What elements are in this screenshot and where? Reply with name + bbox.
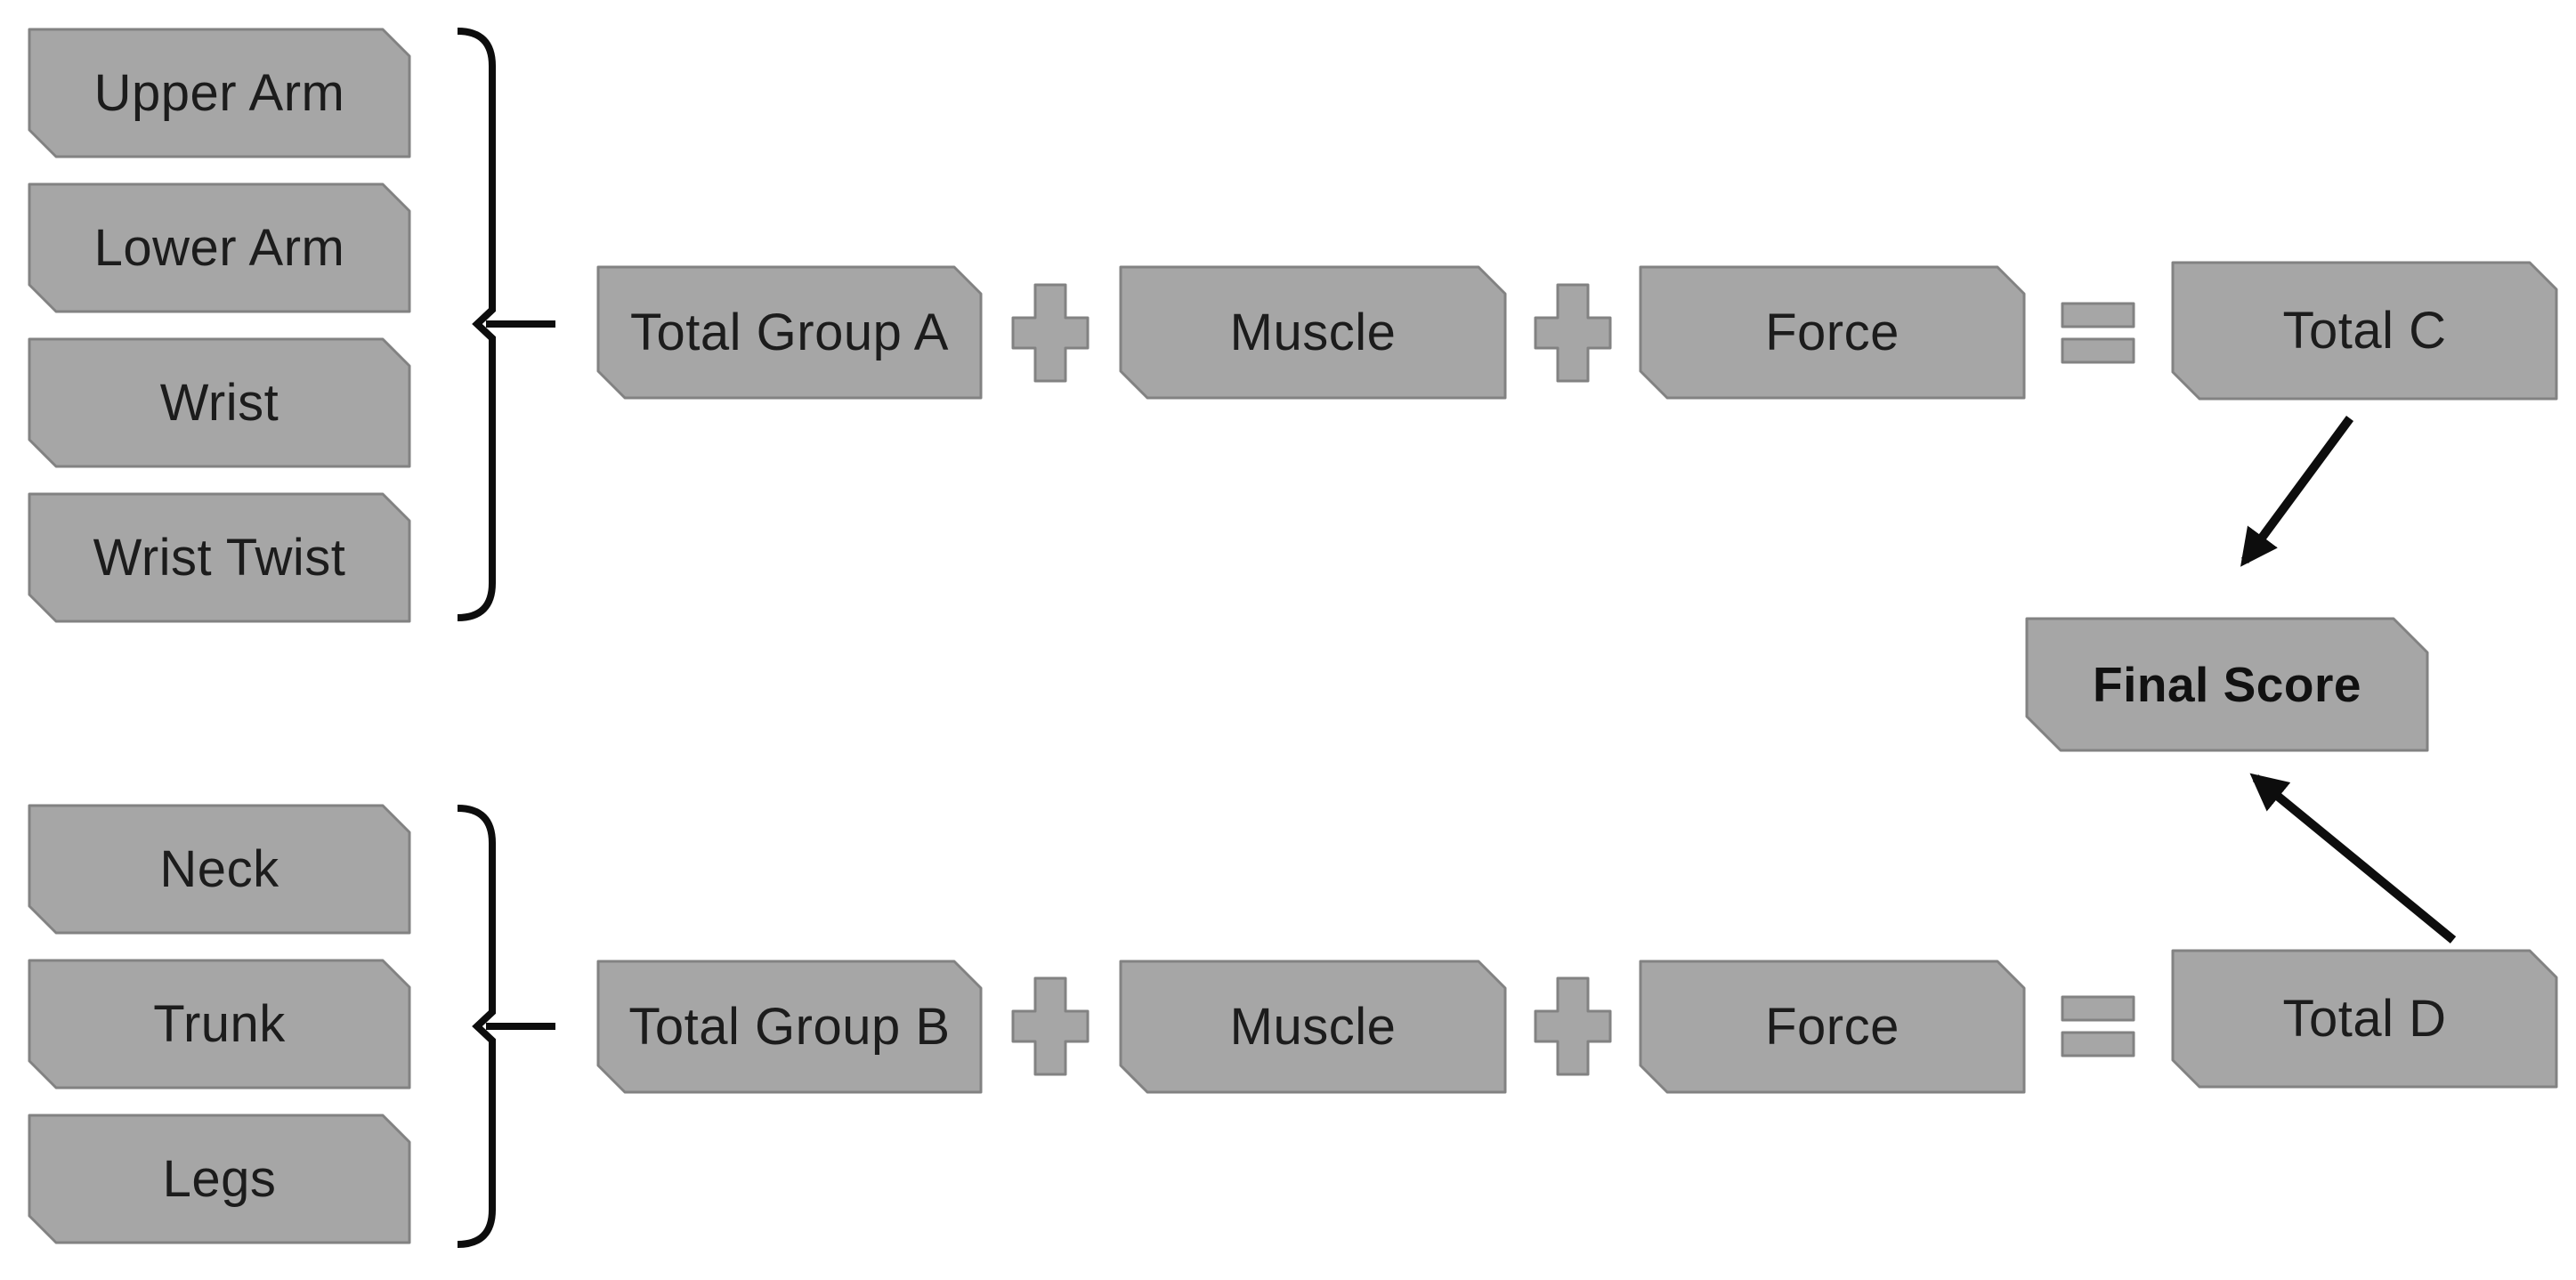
group-a-brace bbox=[457, 28, 496, 621]
muscle-b-box bbox=[1119, 960, 1507, 1094]
neck-box bbox=[28, 804, 411, 935]
final-score-box bbox=[2025, 617, 2429, 752]
plus-icon bbox=[1534, 283, 1612, 383]
equals-icon bbox=[2061, 302, 2135, 364]
plus-icon bbox=[1011, 283, 1090, 383]
total-group-b-box bbox=[596, 960, 983, 1094]
force-b-box bbox=[1639, 960, 2026, 1094]
total-d-box bbox=[2171, 949, 2558, 1089]
wrist-box bbox=[28, 337, 411, 468]
equals-icon bbox=[2061, 995, 2135, 1057]
force-a-box bbox=[1639, 265, 2026, 400]
total-group-a-box bbox=[596, 265, 983, 400]
plus-icon bbox=[1011, 976, 1090, 1076]
group-b-brace bbox=[457, 805, 496, 1248]
arrow-total-d-to-final-score bbox=[2249, 773, 2457, 944]
plus-icon bbox=[1534, 976, 1612, 1076]
muscle-a-box bbox=[1119, 265, 1507, 400]
total-c-box bbox=[2171, 261, 2558, 401]
lower-arm-box bbox=[28, 182, 411, 313]
legs-box bbox=[28, 1114, 411, 1244]
upper-arm-box bbox=[28, 28, 411, 158]
arrow-total-c-to-final-score bbox=[2240, 416, 2354, 567]
trunk-box bbox=[28, 959, 411, 1090]
wrist-twist-box bbox=[28, 492, 411, 623]
